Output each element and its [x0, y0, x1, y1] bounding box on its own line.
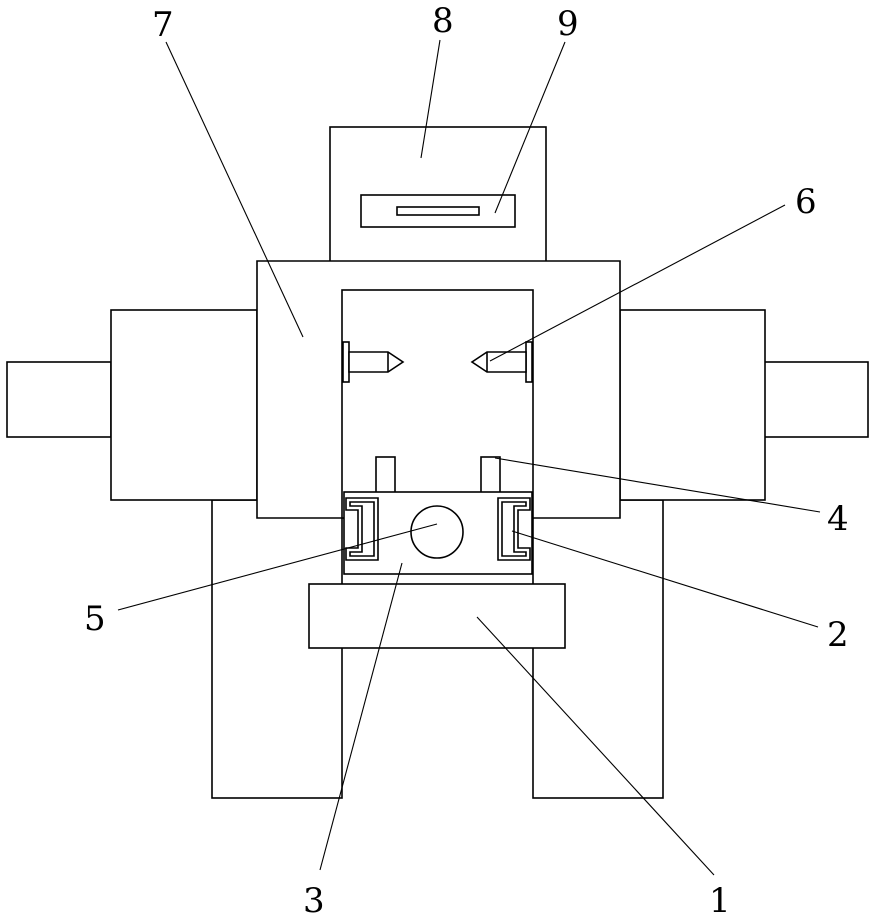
- right-post: [481, 457, 500, 493]
- left-post: [376, 457, 395, 493]
- label-6: 6: [795, 182, 817, 222]
- right-leg: [533, 500, 663, 798]
- label-4: 4: [827, 499, 849, 539]
- main-frame: [257, 261, 620, 518]
- left-side-housing: [7, 310, 257, 500]
- label-2: 2: [827, 615, 849, 655]
- left-leg: [212, 500, 342, 798]
- label-5: 5: [84, 599, 106, 639]
- label-3: 3: [303, 881, 325, 920]
- round-knob: [411, 506, 463, 558]
- label-8: 8: [432, 1, 454, 41]
- right-side-housing: [620, 310, 868, 500]
- label-1: 1: [709, 881, 731, 920]
- label-7: 7: [152, 5, 174, 45]
- label-9: 9: [557, 4, 579, 44]
- top-slot: [361, 195, 515, 227]
- base-plate: [309, 584, 565, 648]
